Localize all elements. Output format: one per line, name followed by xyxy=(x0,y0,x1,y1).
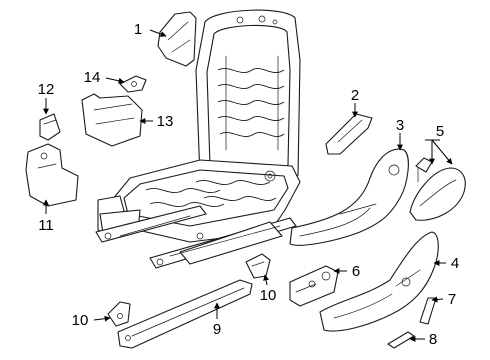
callout-9: 9 xyxy=(213,321,221,338)
seat-frame-assembly xyxy=(95,9,301,269)
callout-1: 1 xyxy=(134,21,142,38)
leader-lines xyxy=(43,29,453,342)
part-10-end-cap-upper xyxy=(245,253,271,279)
part-6-switch-module xyxy=(289,265,339,307)
callout-14: 14 xyxy=(84,69,101,86)
part-7-knob xyxy=(419,297,437,325)
part-9-rail-cover xyxy=(117,279,253,349)
callout-labels: 1 2 3 4 5 6 7 8 9 10 10 11 12 13 14 xyxy=(38,21,460,348)
part-13-bracket xyxy=(81,93,143,147)
callout-8: 8 xyxy=(429,331,437,348)
part-14-clip xyxy=(119,75,147,93)
callout-7: 7 xyxy=(448,291,456,308)
part-3-side-shield xyxy=(289,148,409,246)
callout-3: 3 xyxy=(396,117,404,134)
callout-10-upper: 10 xyxy=(260,287,277,304)
part-8-cover xyxy=(387,331,415,349)
part-10-end-cap-lower xyxy=(107,301,131,327)
callout-6: 6 xyxy=(352,263,360,280)
callout-4: 4 xyxy=(451,255,459,272)
part-12-cap xyxy=(39,113,61,141)
part-11-plate xyxy=(25,143,79,207)
part-5-recliner-cover xyxy=(409,157,466,221)
part-4-inner-shield xyxy=(319,231,439,332)
callout-10-lower: 10 xyxy=(72,312,89,329)
callout-12: 12 xyxy=(38,81,55,98)
callout-2: 2 xyxy=(351,87,359,104)
callout-5: 5 xyxy=(436,123,444,140)
callout-13: 13 xyxy=(157,113,174,130)
part-1-bracket xyxy=(157,11,197,67)
callout-11: 11 xyxy=(38,217,54,234)
part-2-bracket xyxy=(325,113,373,155)
